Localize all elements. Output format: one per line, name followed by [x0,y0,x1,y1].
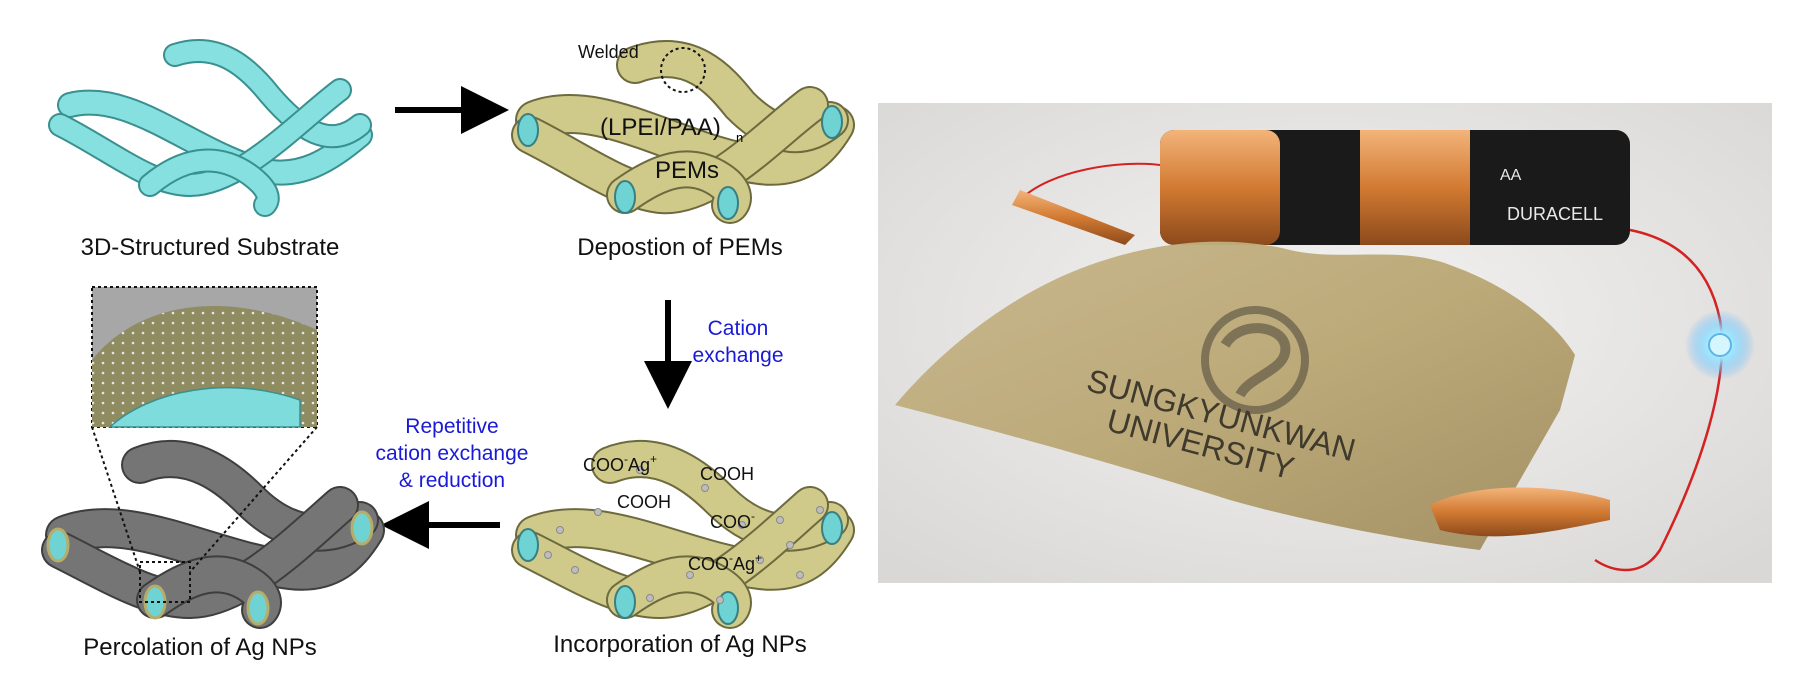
welded-label: Welded [578,42,639,62]
battery-brand: DURACELL [1507,204,1603,224]
magnified-inset [91,286,318,603]
battery: DURACELL AA [1160,130,1630,245]
welded-circle [660,47,706,93]
cation-exchange-label-2: exchange [692,344,783,367]
battery-size: AA [1500,167,1522,184]
chem-coo-ag-2: COO-Ag+ [688,551,762,574]
repetitive-label-1: Repetitive [405,415,498,438]
chem-cooh-1: COOH [700,464,754,484]
lpei-paa-subscript: n [736,130,743,145]
repetitive-label-2: cation exchange [376,442,529,465]
substrate-fibers [48,39,373,217]
chem-coo-minus: COO- [710,509,755,532]
lpei-paa-label: (LPEI/PAA) [600,114,721,141]
led [1708,333,1732,357]
red-wire-right [1594,228,1724,572]
caption-deposition: Depostion of PEMs [577,234,782,261]
percolation-fibers [41,440,385,629]
chem-cooh-2: COOH [617,492,671,512]
pem-fibers [511,40,855,224]
university-logo [1201,306,1309,414]
cation-exchange-label-1: Cation [708,317,769,340]
caption-incorporation: Incorporation of Ag NPs [553,631,806,658]
red-wire-left [1019,162,1161,201]
alligator-clip-left [1012,190,1135,245]
repetitive-label-3: & reduction [399,469,505,492]
caption-percolation: Percolation of Ag NPs [83,634,316,661]
pems-label: PEMs [655,157,719,184]
alligator-clip-right [1430,487,1610,537]
incorporation-fibers [511,440,855,629]
conductive-fabric [895,241,1575,550]
photo-panel: DURACELL AA SUNGKYUNKWAN UNIVERSITY [878,103,1772,583]
chem-coo-ag-1: COO-Ag+ [583,452,657,475]
caption-substrate: 3D-Structured Substrate [81,234,340,261]
